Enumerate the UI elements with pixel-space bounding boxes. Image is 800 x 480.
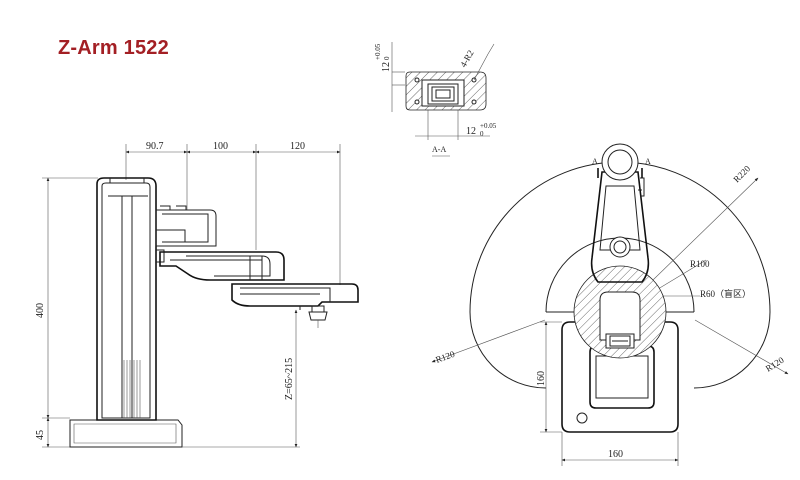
arm-link-1 bbox=[159, 251, 285, 281]
dim-120: 120 bbox=[290, 141, 305, 152]
robot-base bbox=[69, 419, 183, 448]
side-view: 90.7 100 120 400 45 bbox=[35, 141, 359, 448]
section-mark-a-left: A bbox=[592, 157, 598, 166]
radius-r220: R220 bbox=[731, 163, 752, 184]
section-label: A-A bbox=[432, 145, 446, 154]
arm-link-2 bbox=[231, 283, 359, 310]
tol-bottom-value: 12 bbox=[466, 126, 476, 137]
dim-100: 100 bbox=[213, 141, 228, 152]
column-cable-ribs bbox=[123, 360, 141, 418]
end-effector bbox=[308, 305, 328, 328]
hole-spec: 4-R2 bbox=[458, 48, 476, 69]
arm-carriage bbox=[155, 205, 217, 263]
radius-r60: R60（盲区） bbox=[700, 288, 751, 299]
dim-45: 45 bbox=[35, 430, 46, 440]
dim-90-7: 90.7 bbox=[146, 141, 164, 152]
robot-column bbox=[96, 177, 157, 421]
top-view: R220 R100 R60（盲区） R120 R120 bbox=[431, 143, 789, 466]
dim-400: 400 bbox=[35, 303, 46, 318]
dim-160-horizontal: 160 bbox=[608, 449, 623, 460]
tol-bottom-lower: 0 bbox=[480, 130, 484, 138]
top-view-arm bbox=[590, 143, 650, 283]
section-view: 12 +0.05 0 4-R2 12 +0.05 0 A-A bbox=[374, 42, 497, 157]
tol-bottom-upper: +0.05 bbox=[480, 122, 497, 130]
side-height-dimension: 400 45 bbox=[35, 177, 98, 448]
z-stroke-dimension: Z=65~215 bbox=[182, 309, 300, 448]
page-title: Z-Arm 1522 bbox=[58, 37, 169, 59]
dim-z-stroke: Z=65~215 bbox=[284, 358, 295, 400]
radius-r100: R100 bbox=[690, 259, 710, 269]
tol-top-value: 12 bbox=[381, 62, 392, 72]
dim-160-vertical: 160 bbox=[536, 371, 547, 386]
section-mark-a-right: A bbox=[645, 157, 651, 166]
section-cut-marks: A A bbox=[592, 157, 651, 178]
radius-r120-left: R120 bbox=[434, 349, 456, 365]
side-top-dimensions: 90.7 100 120 bbox=[125, 141, 341, 285]
tol-top-lower: 0 bbox=[383, 56, 391, 60]
shoulder-joint bbox=[573, 265, 667, 359]
tol-top-upper: +0.05 bbox=[374, 43, 382, 60]
top-view-dimensions: 160 160 bbox=[536, 321, 679, 466]
